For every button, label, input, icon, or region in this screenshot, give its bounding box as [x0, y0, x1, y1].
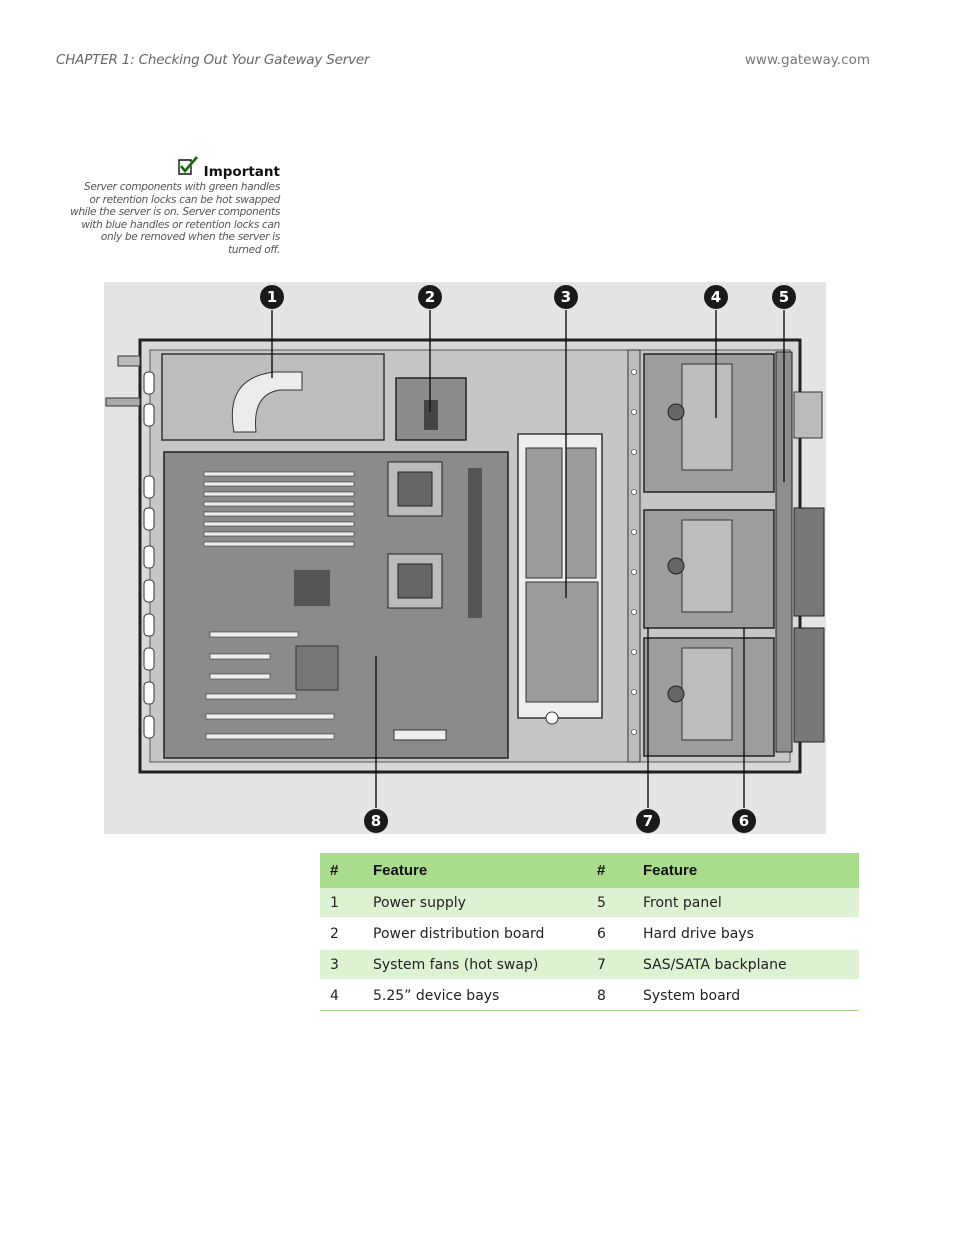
important-line: only be removed when the server is	[100, 231, 280, 244]
callout-7-label: 7	[643, 812, 653, 830]
power-supply	[161, 353, 385, 441]
website-link[interactable]: www.gateway.com	[744, 52, 870, 68]
callout-8: 8	[364, 809, 388, 833]
feature-table: # Feature # Feature 1 Power supply 5 Fro…	[320, 853, 859, 1011]
table-row: 2 Power distribution board 6 Hard drive …	[320, 918, 859, 950]
power-distribution-board	[395, 377, 467, 441]
callout-6: 6	[732, 809, 756, 833]
system-board	[163, 451, 509, 759]
important-note: Important Server components with green h…	[60, 156, 280, 257]
important-line: Server components with green handles	[84, 181, 280, 193]
server-diagram: 1 2 3 4 5 6 7 8	[104, 282, 826, 834]
table-cell-feature: System fans (hot swap)	[373, 949, 588, 981]
table-cell-number: 5	[588, 888, 643, 919]
callout-1: 1	[260, 285, 284, 309]
column-header-number: #	[320, 853, 373, 888]
table-row: 3 System fans (hot swap) 7 SAS/SATA back…	[320, 949, 859, 981]
table-cell-feature: Power supply	[373, 888, 588, 919]
important-title: Important	[203, 164, 280, 180]
callout-5: 5	[772, 285, 796, 309]
important-line: with blue handles or retention locks can	[81, 218, 280, 231]
checkmark-icon	[176, 156, 200, 180]
table-row: 1 Power supply 5 Front panel	[320, 888, 859, 919]
table-cell-number: 6	[588, 918, 643, 950]
callout-4: 4	[704, 285, 728, 309]
important-line: turned off.	[228, 243, 280, 256]
column-header-feature: Feature	[643, 853, 859, 888]
table-cell-number: 7	[588, 949, 643, 981]
device-bays	[643, 353, 775, 757]
chapter-title: CHAPTER 1: Checking Out Your Gateway Ser…	[56, 52, 370, 68]
callout-2: 2	[418, 285, 442, 309]
table-cell-feature: 5.25” device bays	[373, 980, 588, 1011]
callout-1-label: 1	[267, 288, 277, 306]
column-header-number: #	[588, 853, 643, 888]
callout-7: 7	[636, 809, 660, 833]
table-cell-feature: Front panel	[643, 888, 859, 919]
table-cell-number: 8	[588, 980, 643, 1011]
table-cell-number: 1	[320, 888, 373, 919]
callout-leaders	[271, 310, 785, 808]
important-text: Server components with green handles or …	[60, 181, 280, 257]
table-cell-number: 2	[320, 918, 373, 950]
table-row: 4 5.25” device bays 8 System board	[320, 980, 859, 1011]
system-fans	[517, 433, 603, 725]
callout-6-label: 6	[739, 812, 749, 830]
important-line: while the server is on. Server component…	[70, 206, 280, 219]
table-cell-number: 3	[320, 949, 373, 981]
backplane	[627, 349, 641, 763]
important-line: or retention locks can be hot swapped	[89, 193, 280, 206]
table-cell-feature: System board	[643, 980, 859, 1011]
front-panel	[775, 351, 825, 753]
callout-8-label: 8	[371, 812, 381, 830]
table-header-row: # Feature # Feature	[320, 853, 859, 888]
table-cell-feature: Power distribution board	[373, 918, 588, 950]
important-heading: Important	[60, 156, 280, 180]
callout-3: 3	[554, 285, 578, 309]
callout-5-label: 5	[779, 288, 789, 306]
callout-4-label: 4	[711, 288, 721, 306]
table-cell-feature: SAS/SATA backplane	[643, 949, 859, 981]
column-header-feature: Feature	[373, 853, 588, 888]
callouts: 1 2 3 4 5 6 7 8	[260, 285, 796, 833]
table-cell-number: 4	[320, 980, 373, 1011]
callout-3-label: 3	[561, 288, 571, 306]
table-cell-feature: Hard drive bays	[643, 918, 859, 950]
callout-2-label: 2	[425, 288, 435, 306]
